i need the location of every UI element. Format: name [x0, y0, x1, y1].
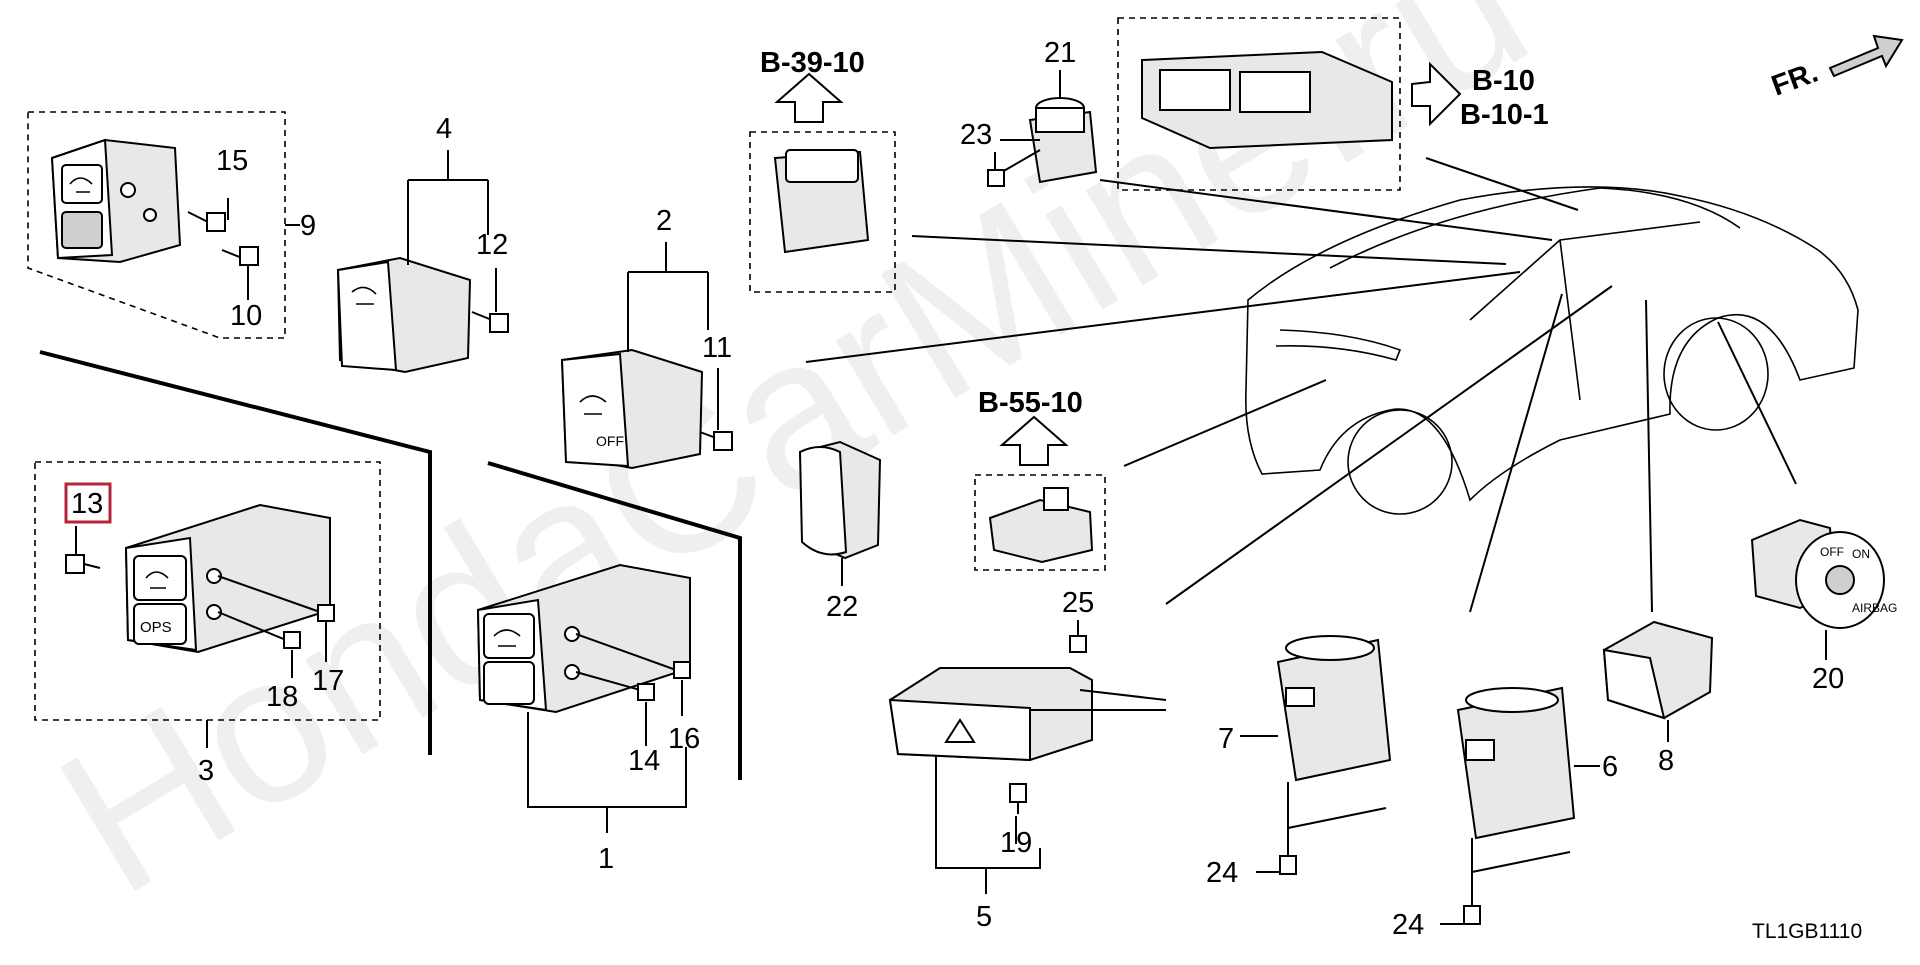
callout-11: 11 [702, 332, 732, 364]
callout-22: 22 [826, 591, 858, 623]
direction-label: FR. [1767, 57, 1822, 103]
callout-1: 1 [598, 843, 614, 875]
leader-5 [935, 756, 1041, 894]
leader-1 [527, 712, 687, 833]
leader-2 [627, 242, 719, 430]
direction-arrow [1828, 34, 1904, 78]
leader-b39-to-car [911, 235, 1507, 265]
callout-10: 10 [230, 300, 262, 332]
switch-ref-b55 [988, 487, 1094, 564]
switch-part-8 [1602, 620, 1714, 720]
ref-b55-box [974, 474, 1106, 571]
ref-b39-10: B-39-10 [760, 47, 865, 79]
divider-line-left [39, 350, 432, 755]
switch-cover-22 [798, 440, 882, 560]
leader-4 [407, 150, 497, 312]
ref-b10-1: B-10-1 [1460, 99, 1549, 131]
callout-14: 14 [628, 745, 660, 777]
switch-20-airbag-text: AIRBAG [1852, 601, 1897, 615]
callout-19: 19 [1000, 827, 1032, 859]
callout-16: 16 [668, 723, 700, 755]
hazard-switch-5 [888, 667, 1093, 762]
switch-2-off-text: OFF [596, 433, 624, 449]
ref-b39-arrow [774, 72, 844, 123]
callout-15: 15 [216, 145, 248, 177]
leader-8-to-car [1645, 299, 1653, 613]
switch-part-21 [1028, 97, 1098, 184]
callout-7: 7 [1218, 723, 1234, 755]
screw-14 [637, 683, 655, 701]
screw-25 [1069, 635, 1087, 653]
console-ref-b10 [1141, 50, 1393, 150]
ref-b55-10: B-55-10 [978, 387, 1083, 419]
leader-5-to-car [1165, 285, 1613, 605]
callout-12: 12 [476, 229, 508, 261]
leader-20-to-car [1717, 321, 1797, 485]
screw-11 [699, 431, 733, 451]
ref-b10-box [1117, 17, 1401, 191]
screw-10 [221, 246, 259, 266]
callout-13-highlight [64, 482, 112, 524]
switch-13-ops-text: OPS [140, 619, 172, 636]
ref-b55-arrow [999, 415, 1069, 466]
screw-15 [187, 211, 226, 232]
ref-b10: B-10 [1472, 65, 1535, 97]
switch-part-7 [1276, 635, 1392, 782]
screw-16 [673, 661, 691, 679]
screw-17 [317, 604, 335, 622]
callout-24-a: 24 [1206, 857, 1238, 889]
screw-23 [987, 169, 1005, 187]
clip-19 [1009, 783, 1027, 803]
screw-12 [471, 311, 509, 333]
group-9-box [27, 111, 286, 339]
callout-2: 2 [656, 205, 672, 237]
divider-line-mid [487, 461, 742, 780]
switch-part-9 [50, 138, 182, 264]
callout-18: 18 [266, 681, 298, 713]
callout-24-b: 24 [1392, 909, 1424, 941]
switch-part-6 [1456, 686, 1576, 840]
ref-b10-arrow [1411, 61, 1462, 127]
callout-23: 23 [960, 119, 992, 151]
callout-9: 9 [300, 210, 316, 242]
callout-3: 3 [198, 755, 214, 787]
callout-21: 21 [1044, 37, 1076, 69]
screw-24-a [1279, 855, 1297, 875]
callout-13: 13 [71, 488, 103, 520]
switch-20-off-text: OFF [1820, 545, 1844, 559]
screw-18 [283, 631, 301, 649]
callout-25: 25 [1062, 587, 1094, 619]
switch-20-on-text: ON [1852, 547, 1870, 561]
leader-21-to-car [1099, 179, 1553, 241]
callout-6: 6 [1602, 751, 1618, 783]
switch-ref-b39 [773, 149, 870, 254]
leader-b55-to-car [1123, 379, 1327, 467]
callout-5: 5 [976, 901, 992, 933]
switch-part-2: OFF [560, 348, 704, 470]
ref-b39-box [749, 131, 896, 293]
callout-20: 20 [1812, 663, 1844, 695]
callout-4: 4 [436, 113, 452, 145]
switch-part-4 [336, 256, 472, 374]
leader-2-to-car [805, 271, 1521, 363]
airbag-switch-20: OFF ON AIRBAG [1750, 518, 1897, 629]
callout-17: 17 [312, 665, 344, 697]
vehicle-outline [1245, 186, 1859, 515]
screw-24-b [1463, 905, 1481, 925]
leader-b10-to-car [1425, 157, 1579, 211]
leader-7-to-car [1469, 293, 1563, 613]
diagram-code: TL1GB1110 [1752, 920, 1862, 943]
callout-8: 8 [1658, 745, 1674, 777]
screw-13 [65, 526, 101, 574]
